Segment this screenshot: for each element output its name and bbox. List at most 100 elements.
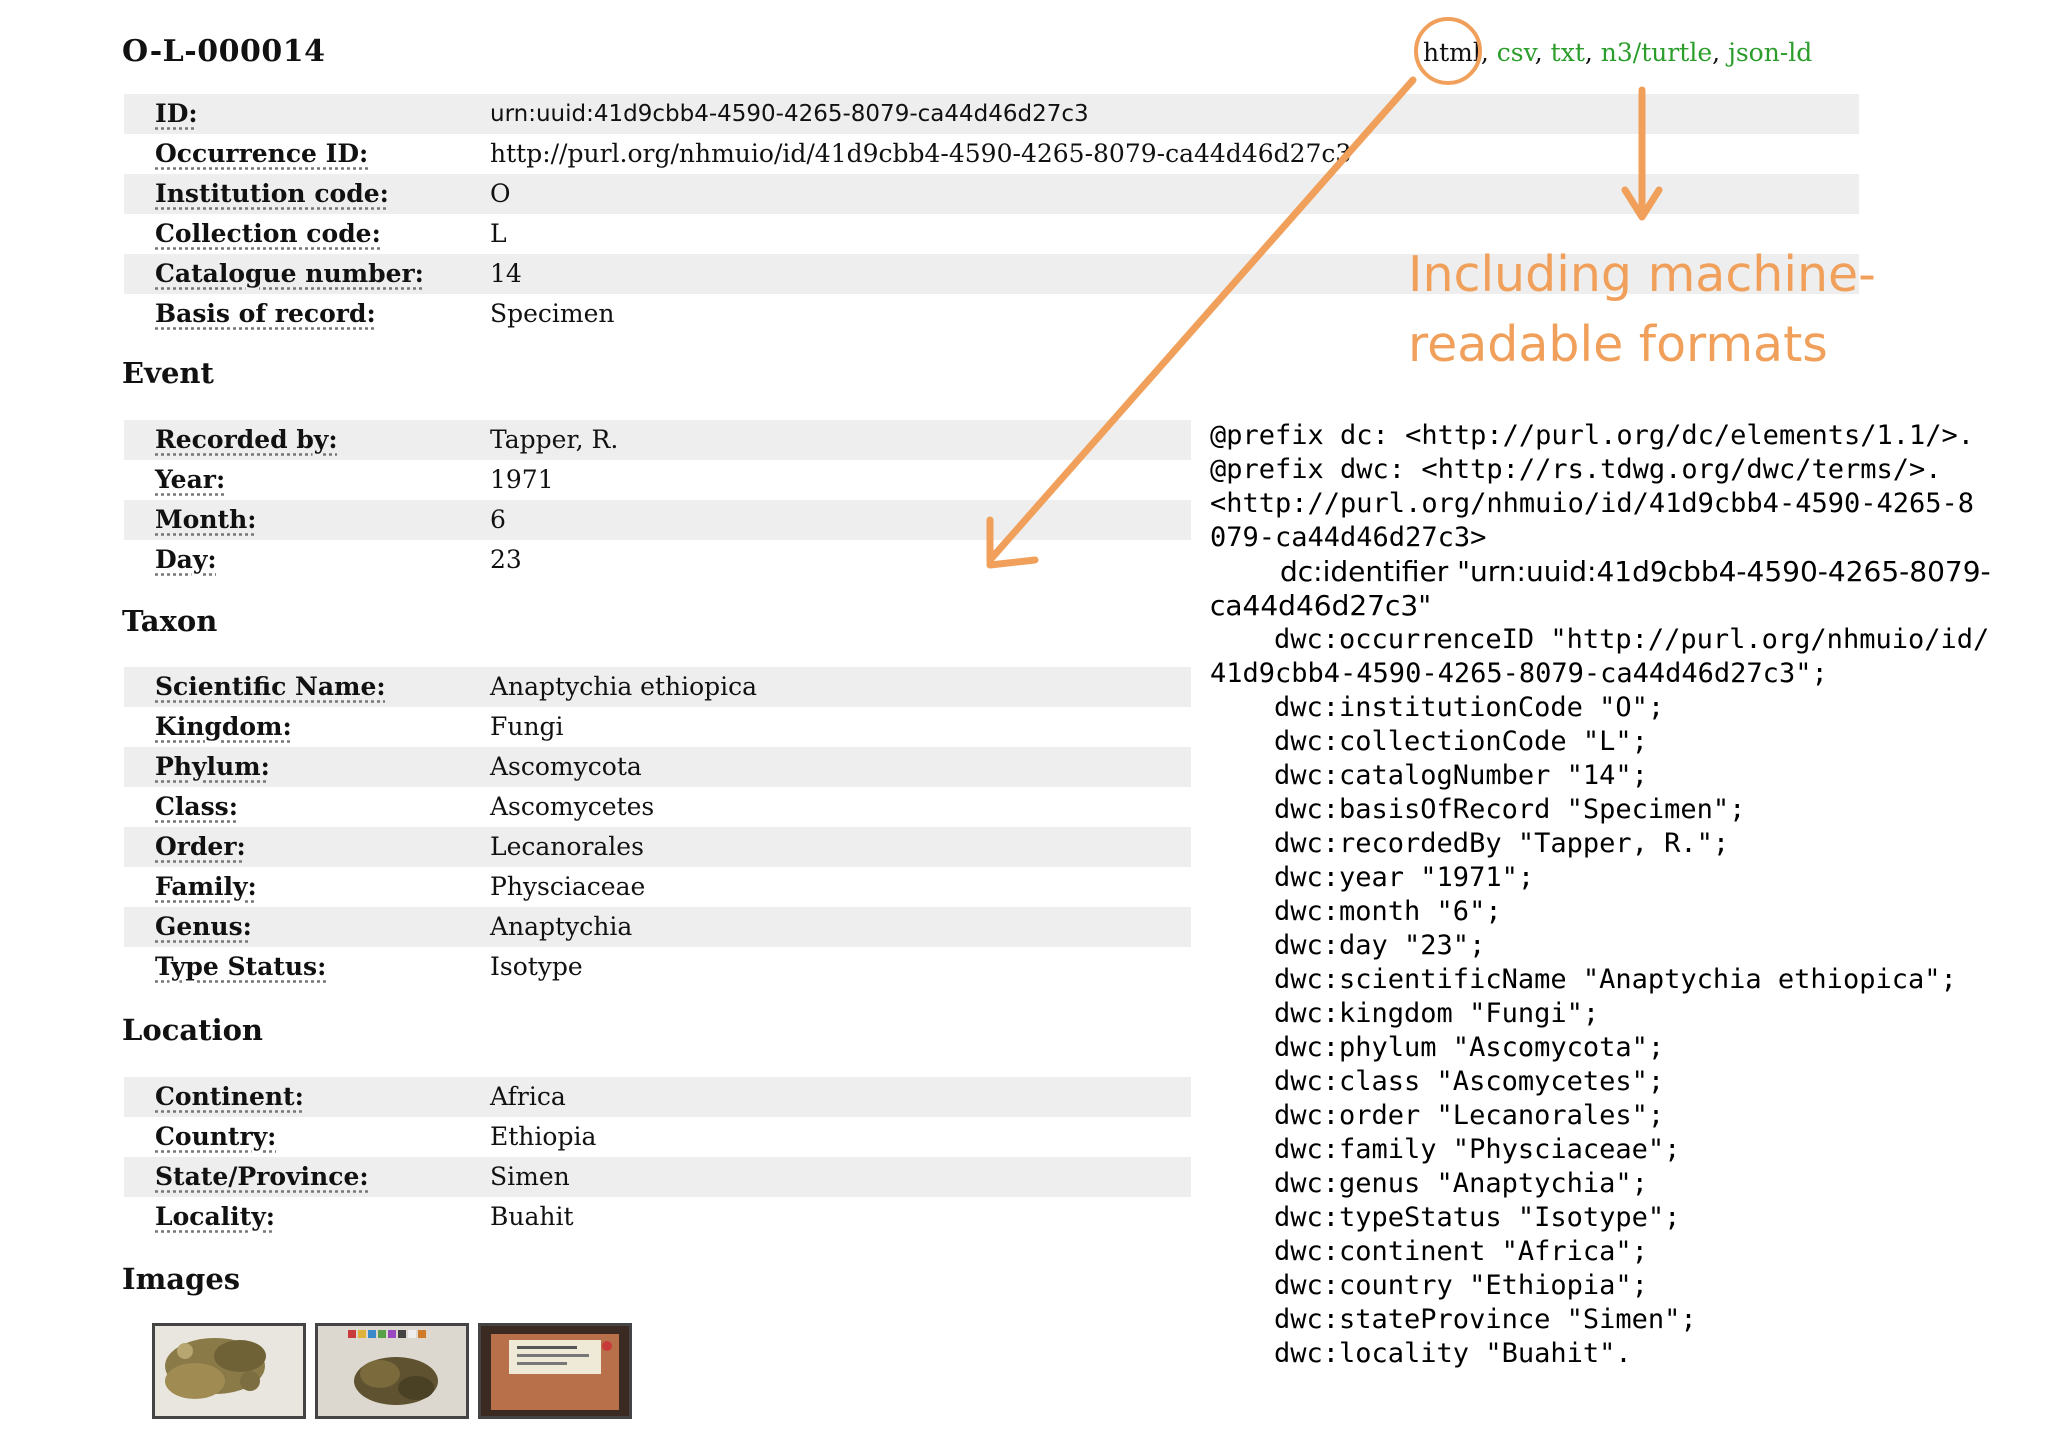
- code-line: dc:identifier "urn:uuid:41d9cbb4-4590-42…: [1280, 555, 1991, 588]
- code-line: dwc:recordedBy "Tapper, R.";: [1274, 828, 1730, 859]
- code-line: dwc:day "23";: [1274, 930, 1486, 961]
- row-label: Kingdom:: [155, 712, 292, 741]
- row-label: Day:: [155, 545, 217, 574]
- code-line: dwc:order "Lecanorales";: [1274, 1100, 1665, 1131]
- location-table: Continent: Africa Country: Ethiopia Stat…: [124, 1077, 1191, 1237]
- row-label: Year:: [155, 465, 226, 494]
- row-label: Country:: [155, 1122, 277, 1151]
- code-line: dwc:locality "Buahit".: [1274, 1338, 1632, 1369]
- table-row: Class: Ascomycetes: [124, 787, 1191, 827]
- format-separator: ,: [1712, 38, 1721, 67]
- table-row: Collection code: L: [124, 214, 1859, 254]
- row-value: 1971: [490, 465, 554, 494]
- row-value: Lecanorales: [490, 832, 644, 861]
- lichen-specimen-image: [155, 1326, 303, 1416]
- code-line: dwc:continent "Africa";: [1274, 1236, 1648, 1267]
- table-row: Occurrence ID: http://purl.org/nhmuio/id…: [124, 134, 1859, 174]
- format-link-csv[interactable]: csv: [1496, 38, 1535, 67]
- code-line: dwc:typeStatus "Isotype";: [1274, 1202, 1681, 1233]
- table-row: Family: Physciaceae: [124, 867, 1191, 907]
- row-value: Simen: [490, 1162, 570, 1191]
- row-value: Africa: [490, 1082, 566, 1111]
- row-value: O: [490, 179, 511, 208]
- section-title-event: Event: [122, 356, 214, 390]
- highlight-circle: [1414, 17, 1482, 85]
- row-label: Basis of record:: [155, 299, 376, 328]
- table-row: Kingdom: Fungi: [124, 707, 1191, 747]
- row-label: State/Province:: [155, 1162, 369, 1191]
- code-line: dwc:genus "Anaptychia";: [1274, 1168, 1648, 1199]
- code-line: 079-ca44d46d27c3>: [1210, 522, 1487, 553]
- table-row: State/Province: Simen: [124, 1157, 1191, 1197]
- arrow-to-html-view: [986, 76, 1417, 564]
- specimen-label-image: [481, 1326, 629, 1416]
- arrow-head-formats: [1621, 186, 1663, 221]
- code-line: @prefix dwc: <http://rs.tdwg.org/dwc/ter…: [1210, 454, 1942, 485]
- row-value: Fungi: [490, 712, 564, 741]
- code-line: dwc:collectionCode "L";: [1274, 726, 1648, 757]
- code-line: dwc:institutionCode "O";: [1274, 692, 1665, 723]
- section-title-taxon: Taxon: [122, 604, 218, 638]
- row-value: Ascomycetes: [490, 792, 655, 821]
- table-row: Continent: Africa: [124, 1077, 1191, 1117]
- machine-readable-callout: Including machine- readable formats: [1408, 240, 1876, 380]
- row-label: Continent:: [155, 1082, 304, 1111]
- row-label: ID:: [155, 99, 198, 128]
- taxon-table: Scientific Name: Anaptychia ethiopica Ki…: [124, 667, 1191, 987]
- row-value: L: [490, 219, 507, 248]
- section-title-images: Images: [122, 1262, 241, 1296]
- row-label: Recorded by:: [155, 425, 338, 454]
- row-label: Phylum:: [155, 752, 270, 781]
- table-row: Recorded by: Tapper, R.: [124, 420, 1191, 460]
- row-value: 23: [490, 545, 522, 574]
- format-separator: ,: [1584, 38, 1593, 67]
- table-row: Scientific Name: Anaptychia ethiopica: [124, 667, 1191, 707]
- row-value: Tapper, R.: [490, 425, 619, 454]
- code-line: @prefix dc: <http://purl.org/dc/elements…: [1210, 420, 1975, 451]
- row-label: Scientific Name:: [155, 672, 386, 701]
- code-line: dwc:catalogNumber "14";: [1274, 760, 1648, 791]
- row-value: Anaptychia: [490, 912, 633, 941]
- row-value: urn:uuid:41d9cbb4-4590-4265-8079-ca44d46…: [490, 101, 1089, 127]
- code-line: dwc:year "1971";: [1274, 862, 1535, 893]
- table-row: Genus: Anaptychia: [124, 907, 1191, 947]
- code-line: dwc:basisOfRecord "Specimen";: [1274, 794, 1746, 825]
- code-line: dwc:stateProvince "Simen";: [1274, 1304, 1697, 1335]
- table-row: Type Status: Isotype: [124, 947, 1191, 987]
- format-separator: ,: [1534, 38, 1543, 67]
- table-row: Year: 1971: [124, 460, 1191, 500]
- table-row: ID: urn:uuid:41d9cbb4-4590-4265-8079-ca4…: [124, 94, 1859, 134]
- row-value: http://purl.org/nhmuio/id/41d9cbb4-4590-…: [490, 139, 1352, 168]
- row-label: Occurrence ID:: [155, 139, 369, 168]
- row-value: Isotype: [490, 952, 583, 981]
- specimen-thumbnail-1[interactable]: [152, 1323, 306, 1419]
- row-value: Buahit: [490, 1202, 574, 1231]
- row-value: Specimen: [490, 299, 615, 328]
- row-label: Month:: [155, 505, 257, 534]
- table-row: Phylum: Ascomycota: [124, 747, 1191, 787]
- table-row: Locality: Buahit: [124, 1197, 1191, 1237]
- table-row: Catalogue number: 14: [124, 254, 1859, 294]
- code-line: dwc:family "Physciaceae";: [1274, 1134, 1681, 1165]
- specimen-thumbnail-3[interactable]: [478, 1323, 632, 1419]
- format-link-txt[interactable]: txt: [1550, 38, 1585, 67]
- table-row: Institution code: O: [124, 174, 1859, 214]
- row-value: Physciaceae: [490, 872, 646, 901]
- code-line: 41d9cbb4-4590-4265-8079-ca44d46d27c3";: [1210, 658, 1828, 689]
- specimen-thumbnail-2[interactable]: [315, 1323, 469, 1419]
- format-link-n3-turtle[interactable]: n3/turtle: [1600, 38, 1713, 67]
- table-row: Country: Ethiopia: [124, 1117, 1191, 1157]
- specimen-sheet-image: [318, 1326, 466, 1416]
- arrow-head-html: [986, 516, 1039, 569]
- turtle-code-block: @prefix dc: <http://purl.org/dc/elements…: [1210, 419, 1991, 1371]
- code-line: dwc:class "Ascomycetes";: [1274, 1066, 1665, 1097]
- row-label: Catalogue number:: [155, 259, 424, 288]
- callout-line: readable formats: [1408, 316, 1828, 373]
- section-title-location: Location: [122, 1013, 264, 1047]
- code-line: dwc:scientificName "Anaptychia ethiopica…: [1274, 964, 1957, 995]
- row-label: Locality:: [155, 1202, 275, 1231]
- code-line: dwc:month "6";: [1274, 896, 1502, 927]
- format-separator: ,: [1480, 38, 1489, 67]
- format-link-json-ld[interactable]: json-ld: [1728, 38, 1813, 67]
